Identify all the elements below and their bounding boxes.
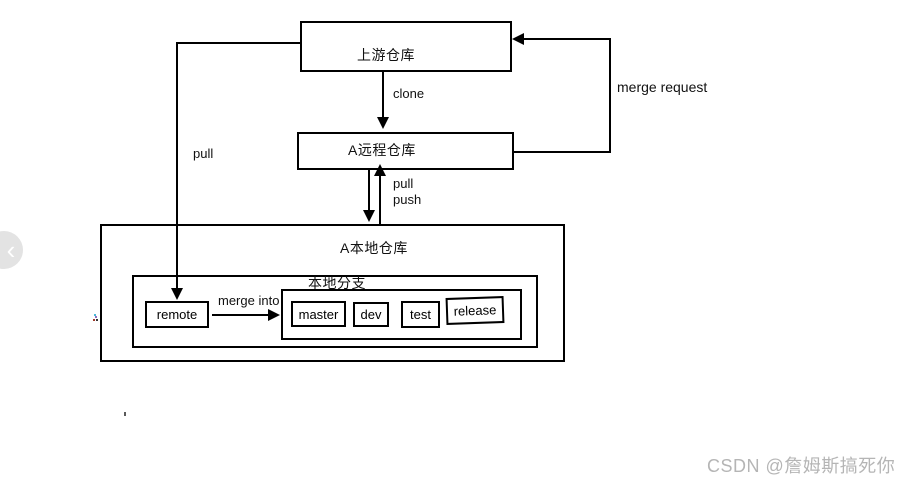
node-upstream-repo	[300, 21, 512, 72]
node-local-repo	[100, 224, 565, 362]
node-local-branches	[281, 289, 522, 340]
branch-master: master	[291, 301, 346, 327]
arrowhead-down-icon	[377, 117, 389, 129]
edge-label-pull-upstream: pull	[193, 146, 214, 161]
watermark: CSDN @詹姆斯搞死你	[707, 456, 896, 476]
node-label-remote-repo: A远程仓库	[348, 142, 416, 158]
node-remote: remote	[145, 301, 209, 328]
edge-merge-into-line	[212, 314, 270, 316]
branch-test: test	[401, 301, 440, 328]
branch-label-release: release	[453, 302, 497, 319]
edge-merge-request-vertical	[609, 38, 611, 153]
edge-pull-upstream-vertical	[176, 42, 178, 289]
edge-push-line	[379, 175, 381, 224]
node-label-local-branches: 本地分支	[308, 275, 366, 291]
branch-label-test: test	[410, 307, 431, 322]
branch-label-master: master	[298, 306, 339, 322]
arrowhead-down-icon	[363, 210, 375, 222]
arrowhead-down-icon	[171, 288, 183, 300]
artifact-pixels	[94, 314, 96, 316]
node-label-remote: remote	[156, 307, 198, 322]
edge-pull-line	[368, 170, 370, 211]
arrowhead-right-icon	[268, 309, 280, 321]
edge-merge-request-top	[523, 38, 611, 40]
edge-pull-upstream-horizontal	[177, 42, 301, 44]
arrowhead-left-icon	[512, 33, 524, 45]
branch-label-dev: dev	[360, 307, 382, 322]
branch-dev: dev	[353, 302, 389, 327]
branch-release: release	[445, 295, 505, 326]
node-label-local-repo: A本地仓库	[340, 240, 408, 256]
chevron-left-icon: ‹	[6, 235, 16, 265]
edge-label-merge-into: merge into	[218, 293, 280, 308]
node-label-upstream-repo: 上游仓库	[357, 47, 415, 63]
edge-label-pull: pull	[393, 176, 414, 191]
edge-clone-line	[382, 72, 384, 118]
arrowhead-up-icon	[374, 164, 386, 176]
node-working-copy	[132, 275, 538, 348]
edge-label-merge-request: merge request	[617, 79, 708, 95]
edge-label-clone: clone	[393, 86, 425, 101]
node-remote-repo	[297, 132, 514, 170]
edge-label-push: push	[393, 192, 422, 207]
artifact-dot	[124, 412, 126, 416]
edge-merge-request-bottom	[514, 151, 611, 153]
carousel-prev-button[interactable]: ‹	[0, 231, 23, 269]
